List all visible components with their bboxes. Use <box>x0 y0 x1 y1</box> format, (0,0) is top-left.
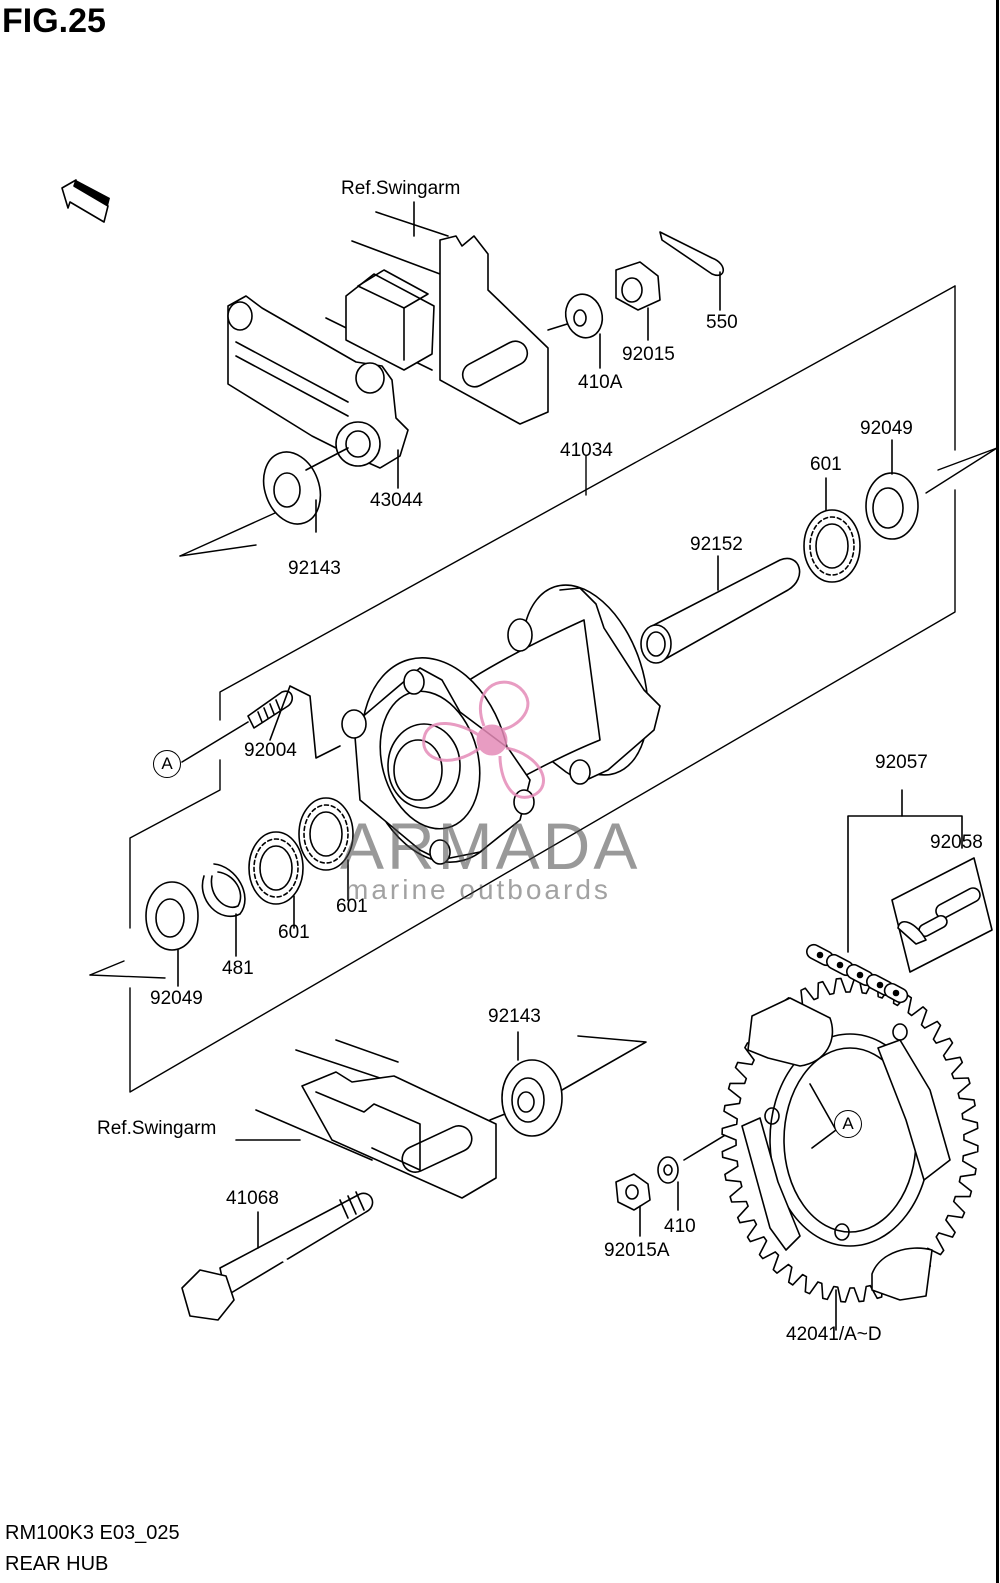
model-code: RM100K3 E03_025 <box>5 1522 180 1544</box>
callout-ref-swingarm-top: Ref.Swingarm <box>341 178 461 199</box>
assembly-group-outline <box>89 285 998 1093</box>
callout-92049-left: 92049 <box>150 988 203 1009</box>
callout-43044: 43044 <box>370 490 423 511</box>
callout-92058: 92058 <box>930 832 983 853</box>
chain-adjuster-plate <box>227 295 409 489</box>
master-link-92058 <box>891 857 993 973</box>
watermark-brand: ARMADA <box>340 809 641 883</box>
cotter-pin-550 <box>659 231 725 311</box>
callout-481: 481 <box>222 958 254 979</box>
spacer-92143-bottom <box>501 1031 647 1137</box>
circlip-481 <box>201 863 246 957</box>
axle-41068 <box>181 1191 374 1321</box>
callout-41068: 41068 <box>226 1188 279 1209</box>
callout-92143-bottom: 92143 <box>488 1006 541 1027</box>
swingarm-top-ref <box>325 201 581 425</box>
callout-410: 410 <box>664 1216 696 1237</box>
section-name: REAR HUB <box>5 1553 109 1575</box>
callout-601-mid: 601 <box>336 896 368 917</box>
oil-seal-92049-right <box>865 439 919 540</box>
callout-92015: 92015 <box>622 344 675 365</box>
callout-92152: 92152 <box>690 534 743 555</box>
washer-410a <box>564 293 604 369</box>
stud-bolt-92004 <box>181 685 341 763</box>
callout-92057: 92057 <box>875 752 928 773</box>
callout-92004: 92004 <box>244 740 297 761</box>
page-border-right <box>996 0 999 1583</box>
callout-42041: 42041/A~D <box>786 1324 882 1345</box>
callout-92015a: 92015A <box>604 1240 670 1261</box>
watermark-logo-icon <box>422 680 545 799</box>
watermark-tagline: marine outboards <box>345 874 611 905</box>
nut-92015 <box>615 261 661 341</box>
callout-601-left: 601 <box>278 922 310 943</box>
callout-92143-top: 92143 <box>288 558 341 579</box>
bearing-601-mid <box>298 797 354 901</box>
bearing-601-right <box>803 477 861 583</box>
fwd-arrow-icon <box>61 179 110 223</box>
callout-ref-swingarm-bottom: Ref.Swingarm <box>97 1118 217 1139</box>
callout-550: 550 <box>706 312 738 333</box>
sprocket-42041 <box>721 977 979 1331</box>
spacer-92143-top <box>262 447 349 533</box>
bearing-601-left <box>248 831 304 929</box>
callout-410a: 410A <box>578 372 623 393</box>
figure-title: FIG.25 <box>2 2 106 40</box>
callout-92049-right: 92049 <box>860 418 913 439</box>
reference-marker-a-left: A <box>153 750 181 778</box>
drive-chain-92057 <box>806 789 963 1004</box>
spacer-tube-92152 <box>640 555 801 664</box>
callout-41034: 41034 <box>560 440 613 461</box>
callout-601-right: 601 <box>810 454 842 475</box>
swingarm-bottom-ref <box>235 1039 541 1199</box>
oil-seal-92049-left <box>145 881 199 987</box>
nut-92015a <box>615 1173 651 1237</box>
reference-marker-a-right: A <box>834 1110 862 1138</box>
